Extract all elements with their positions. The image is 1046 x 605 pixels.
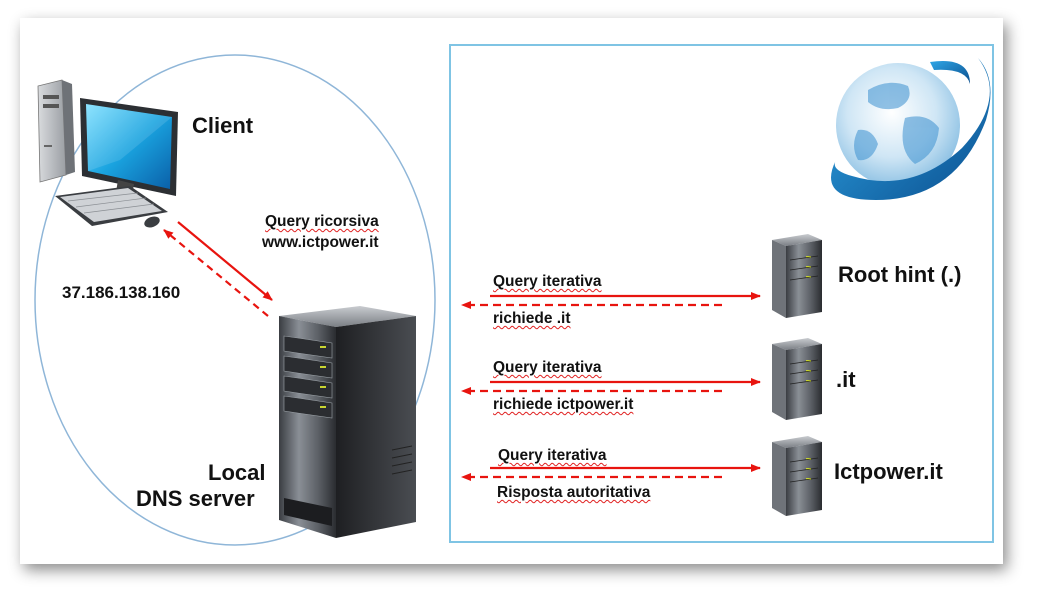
iterative-query-label-root: Query iterativa <box>493 274 602 290</box>
recursive-response-arrow <box>163 229 269 317</box>
recursive-query-line1: Query ricorsiva <box>265 213 379 230</box>
iterative-query-label-it: Query iterativa <box>493 360 602 376</box>
iterative-response-label-it: richiede ictpower.it <box>493 397 633 413</box>
client-label: Client <box>192 113 254 138</box>
iterative-response-label-ictpower: Risposta autoritativa <box>497 485 650 501</box>
recursive-query-label: Query ricorsiva <box>265 214 379 230</box>
iterative-response-label-root: richiede .it <box>493 311 571 327</box>
iterative-query-text: Query iterativa <box>498 447 607 464</box>
iterative-response-text: richiede .it <box>493 310 571 327</box>
tower-server-icon <box>279 306 416 538</box>
iterative-query-label-ictpower: Query iterativa <box>498 448 607 464</box>
client-ip-address: 37.186.138.160 <box>62 283 181 302</box>
iterative-response-text: richiede ictpower.it <box>493 396 634 413</box>
server-name-it: .it <box>836 367 856 392</box>
desktop-computer-icon <box>37 79 178 228</box>
iterative-response-text: Risposta autoritativa <box>497 484 651 501</box>
recursive-query-domain: www.ictpower.it <box>262 234 379 251</box>
internet-panel <box>449 44 994 543</box>
local-dns-label-line1: Local <box>208 460 266 485</box>
rack-server-icon <box>772 436 822 516</box>
iterative-query-text: Query iterativa <box>493 359 602 376</box>
recursive-query-arrow <box>177 221 273 301</box>
server-name-ictpower: Ictpower.it <box>834 459 943 484</box>
local-network-ellipse <box>34 54 436 546</box>
rack-server-icon <box>772 234 822 318</box>
server-name-root: Root hint (.) <box>838 262 962 287</box>
local-dns-label-line2: DNS server <box>136 486 255 511</box>
globe-icon <box>831 58 991 200</box>
rack-server-icon <box>772 338 822 420</box>
iterative-query-text: Query iterativa <box>493 273 602 290</box>
